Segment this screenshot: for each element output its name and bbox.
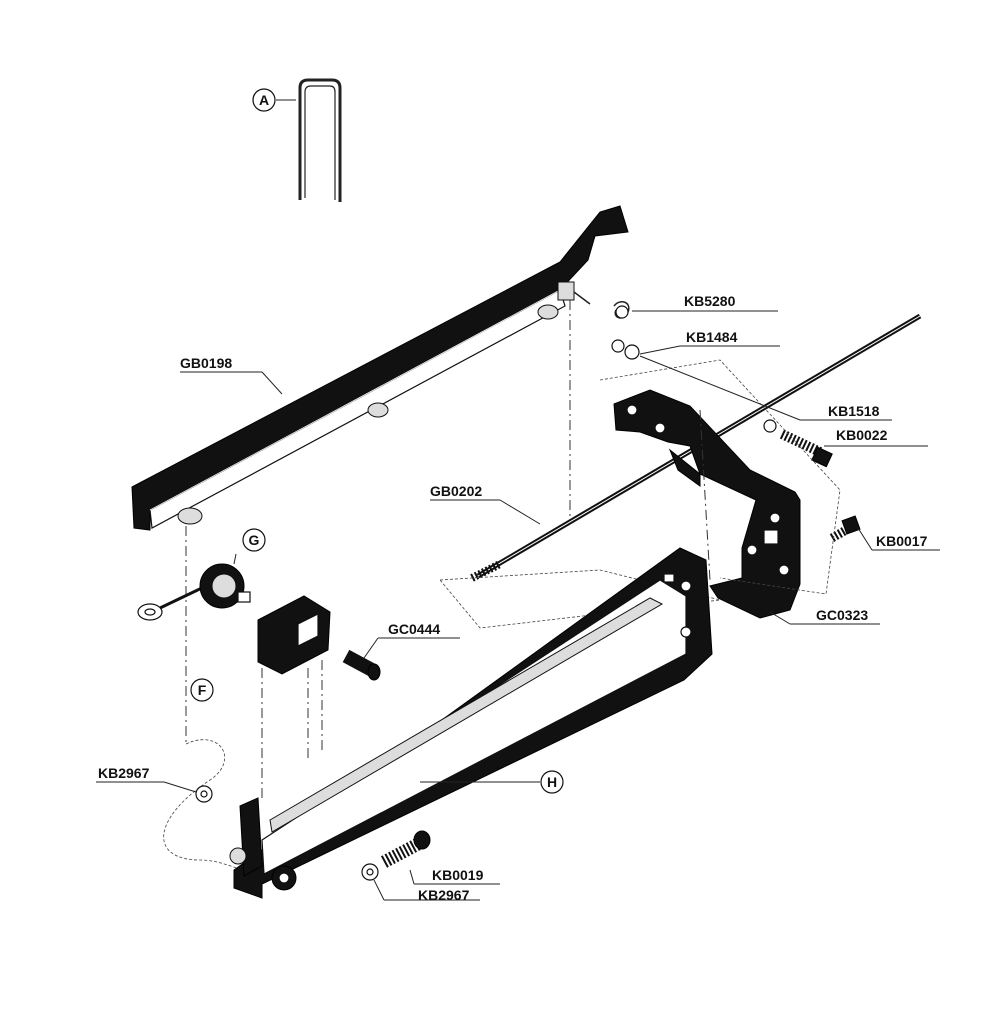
bushing-gc0444 (342, 649, 381, 681)
screw-kb0019 (380, 830, 431, 868)
label-kb0022: KB0022 (836, 427, 888, 443)
part-h-base-channel (229, 547, 713, 899)
label-gb0198: GB0198 (180, 355, 232, 371)
label-kb2967-left: KB2967 (98, 765, 150, 781)
svg-text:H: H (547, 774, 557, 790)
washer-kb1518 (763, 419, 777, 433)
label-gb0202: GB0202 (430, 483, 482, 499)
washers-kb1484 (611, 339, 640, 360)
label-kb2967-bottom: KB2967 (418, 887, 470, 903)
callout-a: A (252, 88, 276, 112)
callout-g: G (242, 528, 266, 552)
callout-h: H (540, 770, 564, 794)
screw-kb0017 (829, 515, 861, 542)
spring-kb5280 (573, 291, 630, 319)
svg-text:F: F (198, 682, 207, 698)
top-rail-gb0198 (131, 205, 629, 531)
label-gc0444: GC0444 (388, 621, 440, 637)
label-kb0017: KB0017 (876, 533, 928, 549)
label-kb0019: KB0019 (432, 867, 484, 883)
block-gc0444 (257, 595, 331, 675)
washer-kb2967-bottom (361, 863, 379, 881)
assembly-guide-lines (163, 300, 841, 874)
part-a-wire-clip (298, 78, 342, 202)
label-kb5280: KB5280 (684, 293, 736, 309)
svg-text:G: G (249, 532, 260, 548)
label-gc0323: GC0323 (816, 607, 868, 623)
label-kb1518: KB1518 (828, 403, 880, 419)
svg-text:A: A (259, 92, 269, 108)
part-g-knob (137, 563, 251, 621)
screw-kb0022 (779, 429, 833, 468)
bracket-gc0323 (613, 389, 801, 619)
label-kb1484: KB1484 (686, 329, 738, 345)
leader-lines (96, 99, 940, 901)
callout-f: F (190, 678, 214, 702)
washer-kb2967-left (195, 785, 213, 803)
